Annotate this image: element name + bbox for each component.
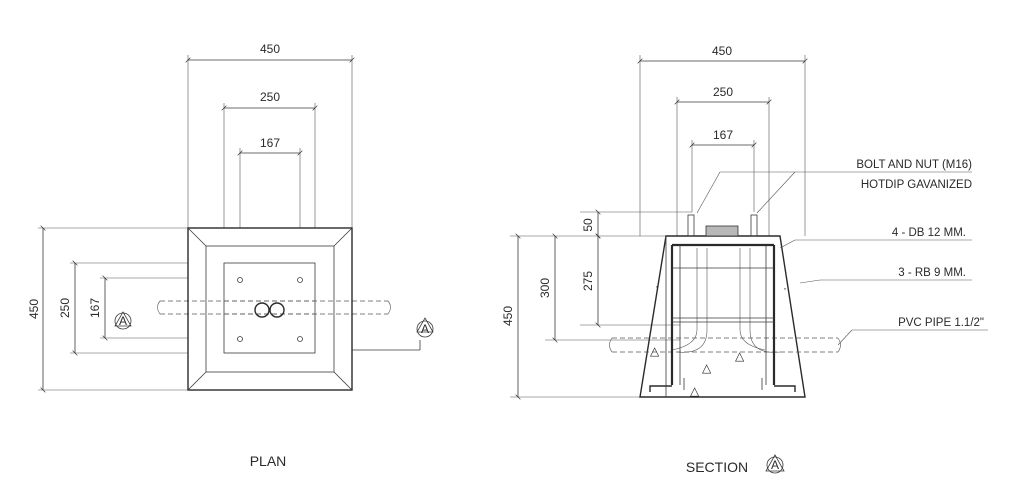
section-dim-top-450: 450 <box>712 44 732 58</box>
svg-text:△: △ <box>690 384 700 398</box>
plan-dim-left-250: 250 <box>58 298 72 318</box>
svg-text:·: · <box>783 281 787 295</box>
label-pvc-pipe: PVC PIPE 1.1/2" <box>898 317 984 329</box>
section-dim-top-167: 167 <box>713 128 733 142</box>
plan-section-marker-right: A <box>416 317 434 338</box>
svg-text:△: △ <box>702 361 712 375</box>
plan-dim-top-167: 167 <box>260 136 280 150</box>
label-rb-9: 3 - RB 9 MM. <box>898 267 966 279</box>
label-bolt-nut: BOLT AND NUT (M16) <box>856 159 972 171</box>
plan-section-marker-left: A <box>114 311 132 330</box>
section-dim-top-250: 250 <box>713 85 733 99</box>
plan-title: PLAN <box>250 453 287 469</box>
plan-view: 450 250 167 450 250 167 <box>27 42 434 469</box>
section-dim-left-450: 450 <box>501 306 515 326</box>
section-title-marker: A <box>765 454 785 474</box>
svg-text:A: A <box>771 458 779 472</box>
svg-text:A: A <box>119 314 127 328</box>
label-db-12: 4 - DB 12 MM. <box>892 227 966 239</box>
section-view: 450 250 167 50 275 300 450 <box>501 44 988 475</box>
section-title: SECTION <box>686 459 748 475</box>
plan-dim-top-450: 450 <box>260 42 280 56</box>
plan-dim-left-167: 167 <box>88 298 102 318</box>
svg-text:△: △ <box>650 344 660 358</box>
svg-text:△: △ <box>735 349 745 363</box>
plan-dim-left-450: 450 <box>27 299 41 319</box>
section-dim-left-275: 275 <box>581 271 595 291</box>
svg-text:·: · <box>655 279 659 293</box>
section-dim-left-50: 50 <box>581 218 595 232</box>
label-hotdip: HOTDIP GAVANIZED <box>861 179 972 191</box>
section-dim-left-300: 300 <box>538 278 552 298</box>
svg-text:A: A <box>421 322 429 336</box>
plan-dim-top-250: 250 <box>260 90 280 104</box>
